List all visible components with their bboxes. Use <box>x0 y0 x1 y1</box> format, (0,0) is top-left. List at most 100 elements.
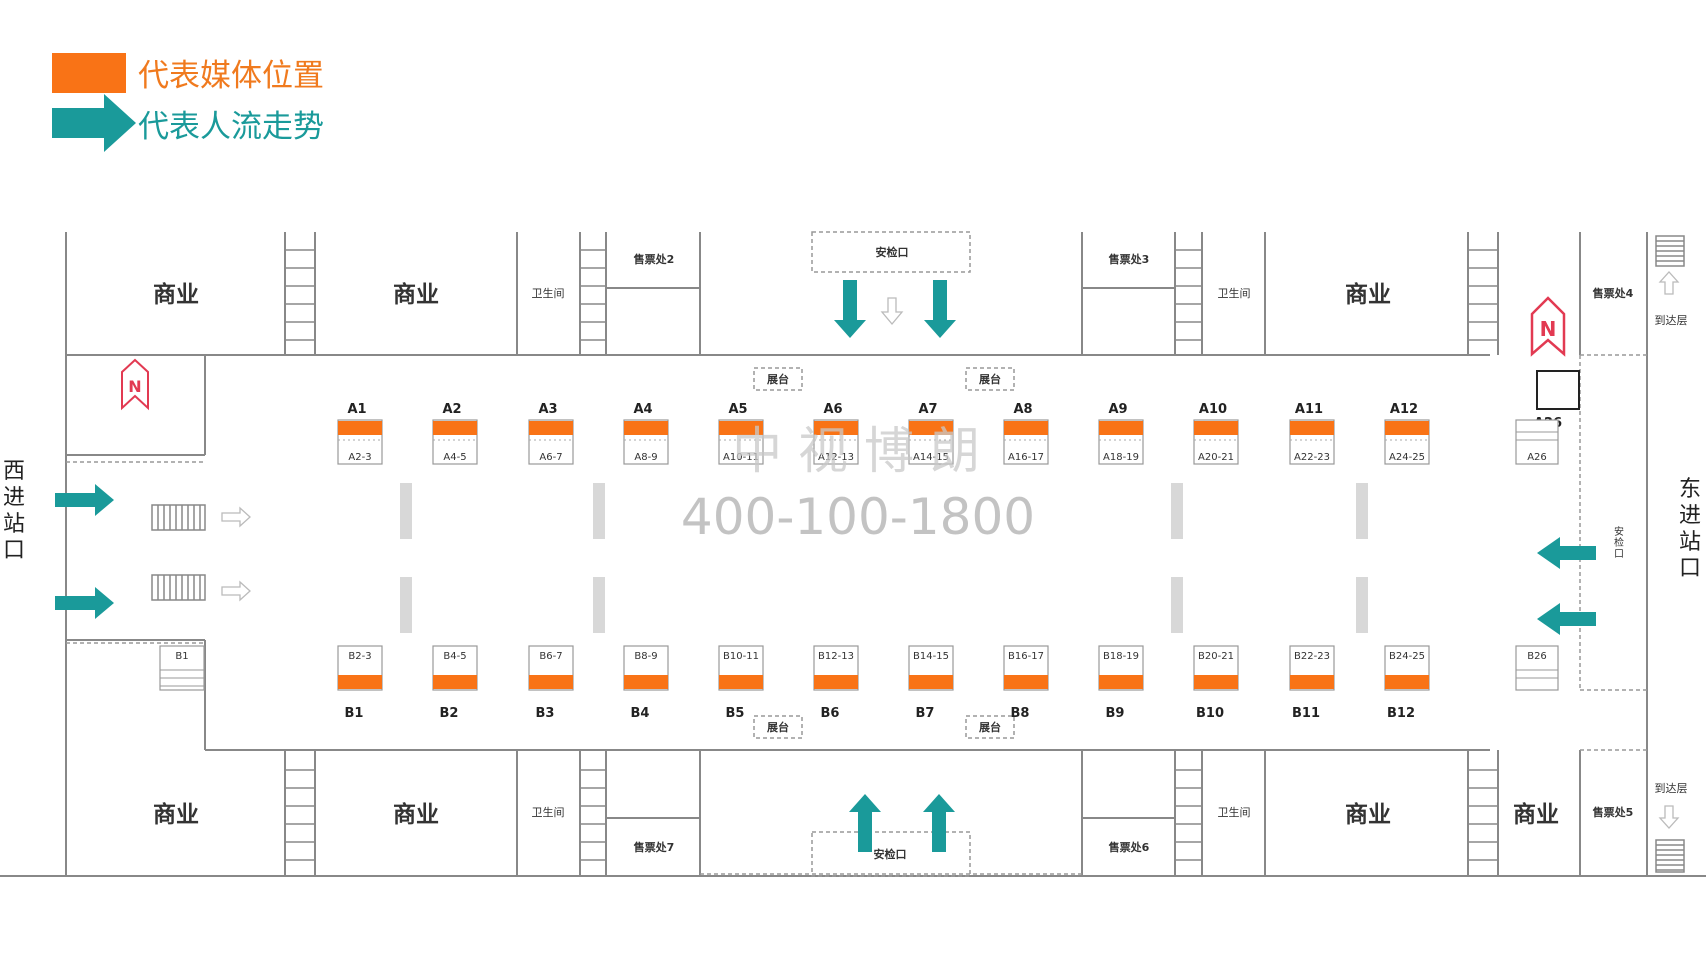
dashed-boundaries <box>66 231 1647 877</box>
media-code: A24-25 <box>1389 452 1425 463</box>
north-icon: N <box>1530 296 1566 357</box>
media-code: A16-17 <box>1008 452 1044 463</box>
media-code: A20-21 <box>1198 452 1234 463</box>
media-swatch <box>624 675 668 689</box>
media-swatch <box>338 421 382 435</box>
media-code: A14-15 <box>913 452 949 463</box>
flow-arrow-icon <box>55 484 114 516</box>
media-label: B4 <box>631 706 650 721</box>
svg-text:B1: B1 <box>175 651 188 662</box>
media-label: A7 <box>918 402 937 417</box>
ticket-office-label: 售票处2 <box>633 252 675 266</box>
flow-arrow-icon <box>834 280 866 338</box>
media-code: B2-3 <box>348 651 371 662</box>
media-label: A2 <box>442 402 461 417</box>
flow-arrow-icon <box>849 794 881 852</box>
flow-arrow-icon <box>1537 603 1596 635</box>
svg-text:B26: B26 <box>1527 651 1547 662</box>
flow-arrow-icon <box>55 587 114 619</box>
media-label: B2 <box>440 706 459 721</box>
flow-arrow-icon <box>924 280 956 338</box>
exhibit-label: 展台 <box>766 720 789 734</box>
media-label: B1 <box>345 706 364 721</box>
media-label: B12 <box>1387 706 1415 721</box>
media-label: A8 <box>1013 402 1032 417</box>
flow-arrow-icon <box>52 94 136 152</box>
media-code: A6-7 <box>539 452 562 463</box>
legend-flow-label: 代表人流走势 <box>138 108 324 145</box>
east-entrance-label: 东进站口 <box>1679 477 1701 581</box>
media-code: B12-13 <box>818 651 854 662</box>
media-swatch <box>433 421 477 435</box>
media-code: A8-9 <box>634 452 657 463</box>
top-media-row: A1A2-3A2A4-5A3A6-7A4A8-9A5A10-11A6A12-13… <box>337 402 1430 465</box>
media-code: A10-11 <box>723 452 759 463</box>
media-swatch <box>909 421 953 435</box>
arrival-floor-label: 到达层 <box>1655 782 1688 795</box>
flow-arrows <box>55 280 1596 852</box>
b26-media-unit: B26 <box>1515 645 1559 691</box>
ticket-office-label: 售票处6 <box>1108 840 1150 854</box>
east-security-label: 安检口 <box>1614 525 1624 560</box>
media-label: B9 <box>1106 706 1125 721</box>
media-unit-bottom: B6-7B3 <box>528 645 574 721</box>
exhibit-label: 展台 <box>766 372 789 386</box>
media-swatch <box>1290 675 1334 689</box>
commerce-label: 商业 <box>153 281 199 308</box>
security-label: 安检口 <box>876 245 909 259</box>
a26-media-unit: A26 <box>1515 419 1559 465</box>
security-label: 安检口 <box>874 847 907 861</box>
media-code: A18-19 <box>1103 452 1139 463</box>
media-swatch <box>1385 675 1429 689</box>
svg-text:A26: A26 <box>1527 452 1547 463</box>
staircases <box>151 235 1685 873</box>
ticket-office-label: 售票处5 <box>1592 805 1634 819</box>
media-unit-bottom: B2-3B1 <box>337 645 383 721</box>
media-code: B6-7 <box>539 651 562 662</box>
restroom-label: 卫生间 <box>1218 805 1251 819</box>
restroom-label: 卫生间 <box>532 286 565 300</box>
ticket-office-label: 售票处3 <box>1108 252 1150 266</box>
bottom-media-row: B2-3B1B4-5B2B6-7B3B8-9B4B10-11B5B12-13B6… <box>337 645 1430 721</box>
media-swatch <box>1385 421 1429 435</box>
media-unit-bottom: B4-5B2 <box>432 645 478 721</box>
media-label: B5 <box>726 706 745 721</box>
flow-arrow-icon <box>923 794 955 852</box>
media-code: B24-25 <box>1389 651 1425 662</box>
media-label: A4 <box>633 402 652 417</box>
media-code: A4-5 <box>443 452 466 463</box>
media-code: A2-3 <box>348 452 371 463</box>
media-code: B20-21 <box>1198 651 1234 662</box>
ticket-office-label: 售票处4 <box>1592 286 1634 300</box>
media-code: B14-15 <box>913 651 949 662</box>
media-code: B10-11 <box>723 651 759 662</box>
media-label: A11 <box>1295 402 1323 417</box>
ticket-office-label: 售票处7 <box>633 840 675 854</box>
exhibit-label: 展台 <box>978 720 1001 734</box>
media-label: B11 <box>1292 706 1320 721</box>
media-swatch <box>719 421 763 435</box>
media-label: A10 <box>1199 402 1227 417</box>
pillars <box>400 483 1368 633</box>
media-code: B4-5 <box>443 651 466 662</box>
legend-media: 代表媒体位置 <box>52 50 324 95</box>
media-label: B8 <box>1011 706 1030 721</box>
media-swatch <box>1290 421 1334 435</box>
hollow-arrow-icons <box>221 271 1680 829</box>
media-unit-bottom: B8-9B4 <box>623 645 669 721</box>
arrival-floor-label: 到达层 <box>1655 314 1688 327</box>
b1-stair-unit: B1 <box>159 645 205 691</box>
exhibit-label: 展台 <box>978 372 1001 386</box>
